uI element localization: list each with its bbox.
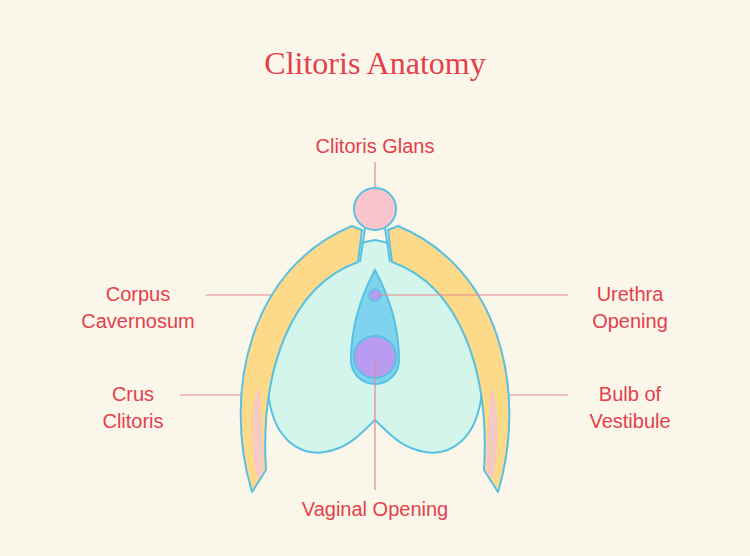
leader-lines bbox=[375, 295, 568, 490]
part-label: Bulb of Vestibule bbox=[574, 381, 686, 435]
part-label: Clitoris Glans bbox=[316, 133, 435, 160]
glans-stem bbox=[360, 228, 390, 262]
leader-lines bbox=[180, 162, 568, 395]
crus-clitoris bbox=[487, 385, 498, 478]
title: Clitoris Anatomy bbox=[264, 44, 485, 82]
clitoris-glans bbox=[354, 188, 396, 230]
crus-clitoris bbox=[253, 385, 264, 478]
leader-line bbox=[378, 294, 568, 295]
part-label: Urethra Opening bbox=[580, 281, 680, 335]
part-label: Corpus Cavernosum bbox=[73, 281, 203, 335]
corpus-cavernosum-left bbox=[241, 226, 362, 492]
leader-line bbox=[374, 162, 375, 190]
part-label: Crus Clitoris bbox=[85, 381, 181, 435]
part-label: Vaginal Opening bbox=[302, 496, 448, 523]
leader-line bbox=[374, 362, 375, 490]
corpus-cavernosum-right bbox=[388, 226, 509, 492]
